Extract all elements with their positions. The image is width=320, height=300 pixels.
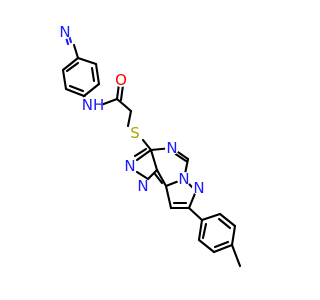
bond-tol-5 (197, 238, 216, 254)
bond-het-9 (155, 168, 168, 188)
bond-co-o-2 (119, 83, 125, 102)
bond-ar1-2 (94, 62, 101, 86)
bond-tol-2b (217, 217, 232, 230)
bond-ar1-5 (61, 68, 68, 91)
ring-n-a-label: N (166, 139, 177, 157)
bond-ch2-s (126, 109, 133, 128)
bond-het-9b (153, 172, 164, 185)
ring-n-d-label: N (178, 170, 189, 188)
bond-ar1-4b (68, 84, 85, 93)
ring-n-b-label: N (124, 157, 135, 175)
carbonyl-o-label: O (115, 71, 127, 89)
nitrile-n-label: N (59, 23, 70, 41)
bond-tol-2 (218, 212, 237, 228)
bond-ar1-1 (76, 56, 98, 66)
cyanophenyl-ring (61, 56, 101, 98)
bond-methyl (230, 243, 242, 268)
bond-ar1-6b (65, 61, 80, 73)
molecule-diagram: N NH O S N N N N N (58, 23, 242, 268)
tolyl-ring (187, 206, 242, 268)
ring-n-c-label: N (137, 177, 148, 195)
bond-s-ring (141, 138, 153, 152)
bond-tol-4b (213, 240, 230, 249)
ring-n-e-label: N (193, 179, 204, 197)
bond-het-4 (149, 148, 159, 172)
bond-nh-co (99, 97, 119, 107)
amide-nh-label: NH (82, 96, 105, 114)
bond-ar1-3 (82, 82, 101, 98)
bond-ar1-2b (90, 66, 96, 83)
structure-svg: N NH O S N N N N N (58, 23, 242, 268)
bond-tol-6 (197, 218, 204, 242)
bond-tol-3 (230, 224, 237, 247)
bond-ar1-6 (61, 56, 80, 72)
bond-ar1-4 (64, 87, 86, 98)
bond-co-ch2 (115, 97, 133, 113)
bond-tol-1 (200, 212, 222, 222)
bond-het-1 (135, 148, 153, 162)
bond-pz-2 (187, 189, 198, 210)
thioether-s-label: S (130, 124, 140, 142)
bond-het-6b (172, 151, 188, 163)
bond-het-3 (146, 168, 159, 181)
bond-het-1b (133, 147, 148, 158)
bond-het-2 (135, 170, 150, 181)
bond-nitrile-1 (72, 43, 80, 60)
atom-labels: N NH O S N N N N N (58, 23, 206, 197)
bond-tol-6b (201, 222, 208, 240)
bond-pz-4 (164, 184, 173, 210)
bond-tol-4 (212, 243, 234, 254)
bond-pz-tol (187, 206, 204, 222)
